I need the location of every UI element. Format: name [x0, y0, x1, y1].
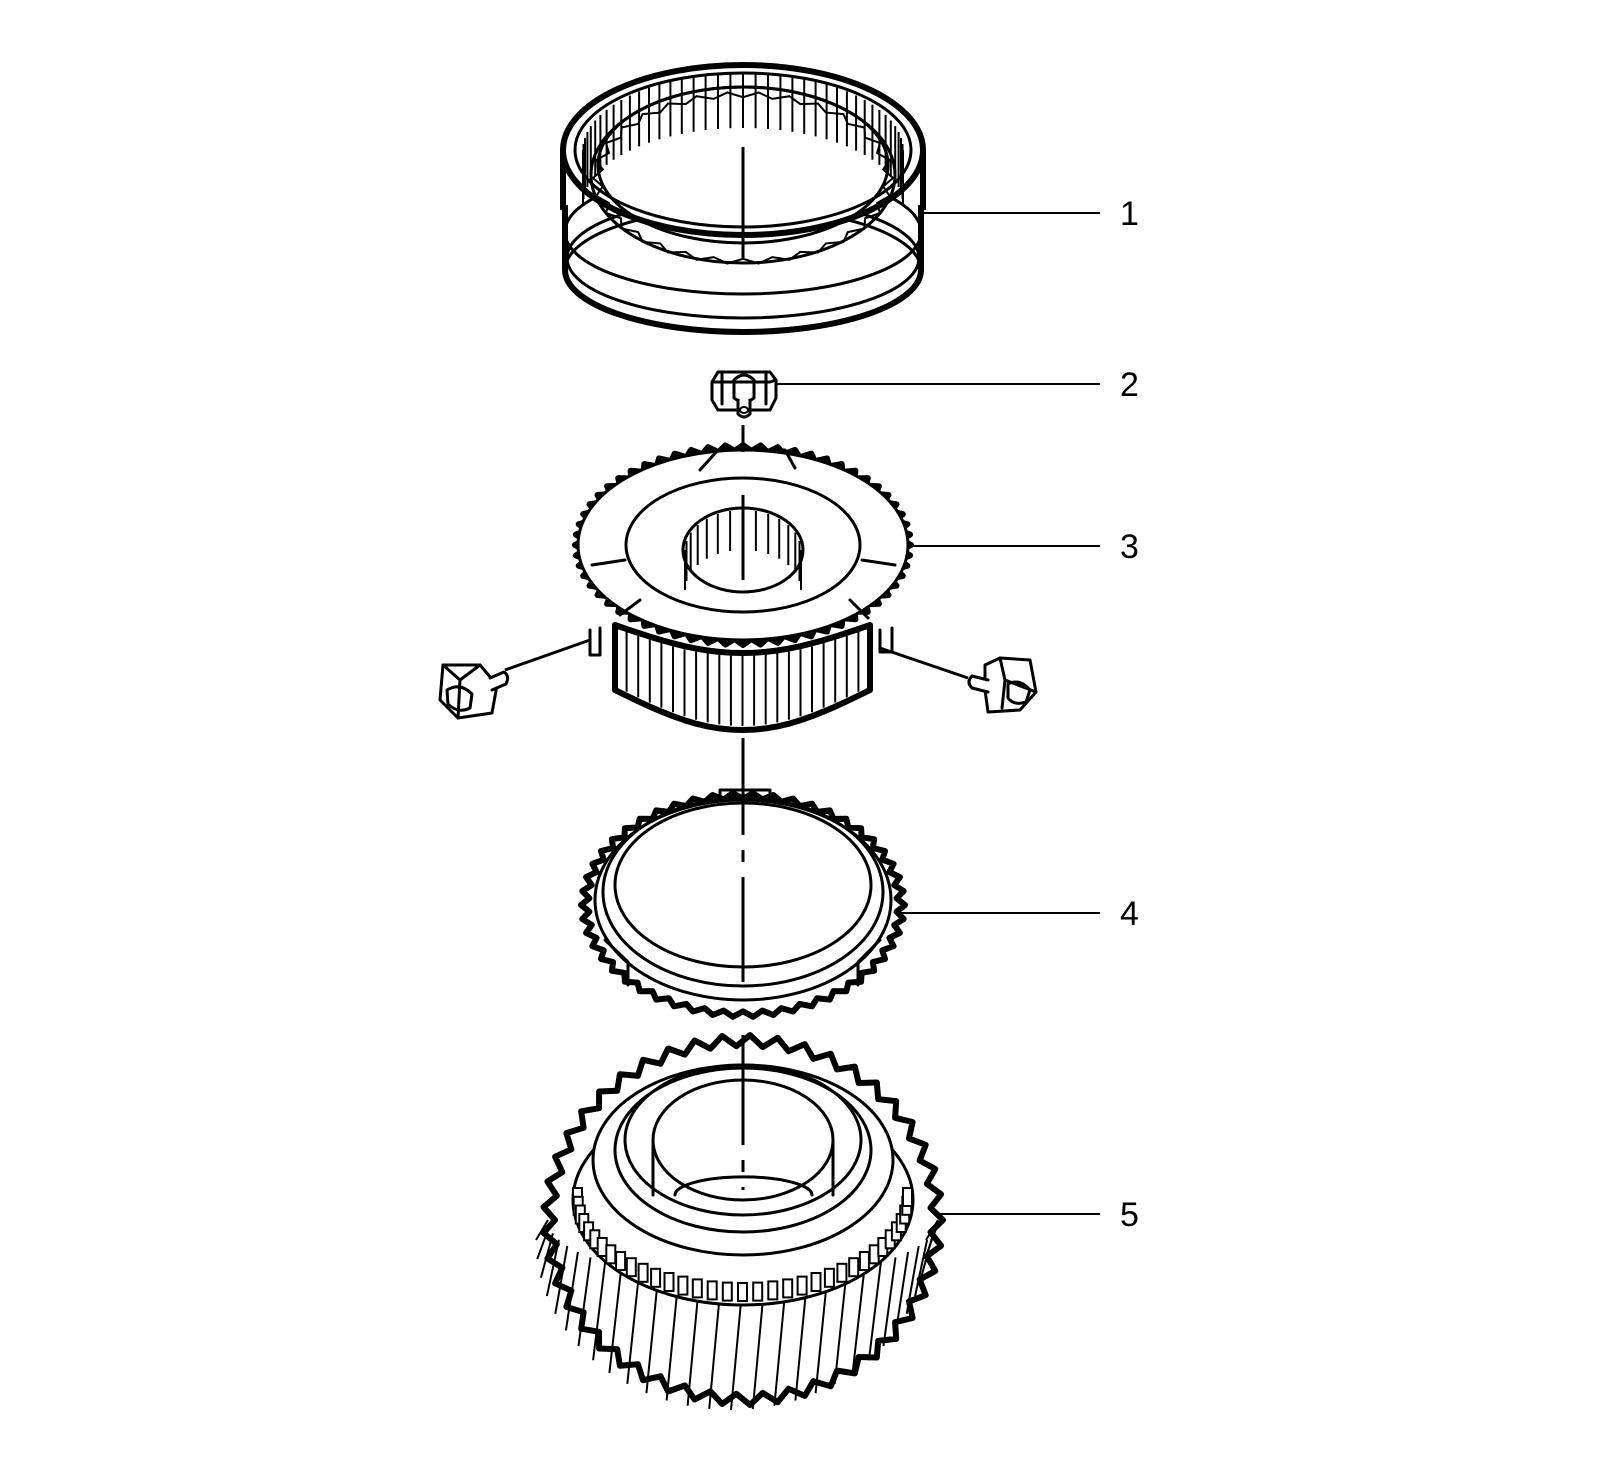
callout-leaders	[776, 212, 1100, 1215]
part-3-synchronizer-hub	[572, 442, 914, 733]
callout-5: 5	[1120, 1196, 1139, 1234]
callout-3: 3	[1120, 528, 1139, 566]
callout-1: 1	[1120, 195, 1139, 233]
part-1-synchronizer-sleeve	[560, 62, 926, 335]
callout-2: 2	[1120, 366, 1139, 404]
part-5-gear	[535, 1032, 946, 1411]
synchronizer-key-right	[967, 656, 1038, 714]
callout-4: 4	[1120, 895, 1139, 933]
synchronizer-key-left	[438, 663, 510, 720]
assembly-axis	[504, 147, 969, 1190]
part-2-synchronizer-key	[710, 370, 778, 419]
